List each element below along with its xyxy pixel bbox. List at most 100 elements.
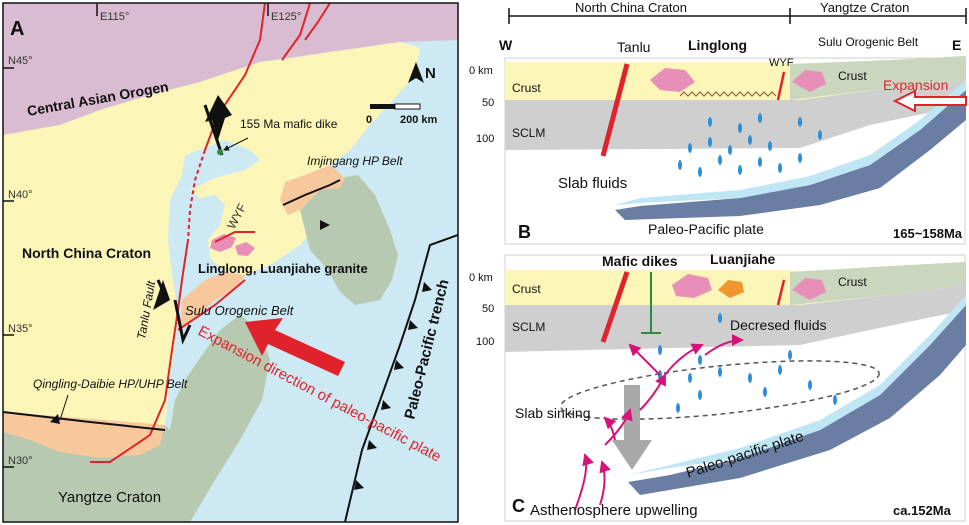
crust-right-label-b: Crust bbox=[838, 69, 867, 83]
sulu-belt-area bbox=[180, 272, 245, 330]
yangtze-crust-b bbox=[790, 56, 966, 100]
fault-branch bbox=[304, 3, 331, 41]
wyf-fault-c bbox=[776, 279, 786, 306]
north-label: N bbox=[425, 65, 436, 82]
slab-fluids-b bbox=[678, 113, 822, 177]
granite-c bbox=[672, 274, 712, 298]
scale-zero: 0 bbox=[366, 114, 372, 126]
sinistral-arrow-north-line bbox=[203, 104, 224, 156]
panel-c-letter: C bbox=[512, 496, 525, 516]
expansion-label-b: Expansion bbox=[883, 77, 948, 93]
panel-a-map: A E115° E125° N45° N40° N35° N30° N 0 20… bbox=[2, 2, 459, 523]
luanjiahe-label: Luanjiahe bbox=[710, 251, 776, 267]
sulu-label: Sulu Orogenic Belt bbox=[185, 303, 295, 318]
north-china-label: North China Craton bbox=[22, 245, 151, 261]
slab-fluids-label: Slab fluids bbox=[558, 175, 627, 192]
yangtze-label: Yangtze Craton bbox=[58, 489, 161, 506]
paleo-pacific-trench-line bbox=[344, 234, 458, 522]
scale-bar: 0 200 km bbox=[366, 103, 438, 126]
north-china-land bbox=[3, 42, 420, 425]
scale-dist: 200 km bbox=[400, 114, 438, 126]
depth-100-c: 100 bbox=[476, 336, 494, 348]
slab-sinking-arrow bbox=[612, 385, 652, 470]
granite-patch bbox=[235, 242, 255, 256]
qinling-belt-area bbox=[3, 412, 165, 458]
sulu-granite-c bbox=[792, 278, 826, 300]
yangtze-block bbox=[3, 315, 270, 522]
yangtze-header: Yangtze Craton bbox=[820, 0, 909, 15]
sulu-label-b: Sulu Orogenic Belt bbox=[818, 35, 919, 49]
east-label: E bbox=[952, 37, 961, 53]
imjingang-label: Imjingang HP Belt bbox=[307, 154, 403, 168]
tanlu-fault-south bbox=[90, 239, 189, 463]
slab-top-b bbox=[615, 80, 966, 205]
depth-0-c: 0 km bbox=[469, 272, 493, 284]
lat-label-35: N35° bbox=[8, 323, 33, 335]
slab-sinking-region bbox=[560, 360, 880, 420]
depth-50-b: 50 bbox=[482, 97, 494, 109]
fault-branch bbox=[281, 3, 311, 61]
panel-a-letter: A bbox=[10, 18, 24, 40]
paleo-pacific-slab-b bbox=[615, 90, 966, 220]
dike-pointer bbox=[223, 137, 249, 151]
depth-50-c: 50 bbox=[482, 303, 494, 315]
crust-right-label-c: Crust bbox=[838, 275, 867, 289]
luanjiahe-granite bbox=[718, 280, 744, 298]
upwelling-label: Asthenosphere upwelling bbox=[530, 502, 698, 519]
tanlu-fault-c bbox=[600, 271, 630, 343]
panel-b-section: North China Craton Yangtze Craton W E bbox=[469, 0, 967, 245]
granite-patch bbox=[210, 234, 236, 252]
imjingang-belt-area bbox=[280, 165, 345, 215]
sulu-granite bbox=[792, 70, 826, 92]
mafic-dike-marker bbox=[217, 149, 223, 155]
crust-label-c: Crust bbox=[512, 282, 541, 296]
sclm-label-c: SCLM bbox=[512, 320, 545, 334]
linglong-label-b: Linglong bbox=[688, 37, 747, 53]
wyf-fault bbox=[214, 231, 255, 243]
asthenosphere-arrows bbox=[574, 334, 744, 511]
qinling-label: Qingling-Daibie HP/UHP Belt bbox=[33, 377, 188, 391]
sinistral-arrowhead-south bbox=[153, 280, 170, 310]
sclm-label-b: SCLM bbox=[512, 126, 545, 140]
imjingang-suture bbox=[282, 179, 341, 206]
mafic-dikes-label: Mafic dikes bbox=[602, 253, 678, 269]
sinistral-arrow-south-2 bbox=[173, 299, 192, 345]
sulu-fault bbox=[177, 279, 246, 331]
decreased-fluids-label: Decresed fluids bbox=[730, 317, 827, 333]
lat-lon-ticks bbox=[3, 3, 269, 468]
lat-label-30: N30° bbox=[8, 455, 33, 467]
sclm-layer-c bbox=[505, 285, 966, 352]
west-label: W bbox=[499, 37, 513, 53]
dike-age-label: 155 Ma mafic dike bbox=[240, 117, 338, 131]
wyf-shear-zigzag bbox=[679, 91, 777, 97]
lat-label-45: N45° bbox=[8, 55, 33, 67]
granite-label: Linglong, Luanjiahe granite bbox=[198, 261, 368, 276]
slab-sinking-label: Slab sinking bbox=[515, 405, 591, 421]
qinling-pointer bbox=[59, 394, 69, 421]
panel-a-frame bbox=[2, 2, 459, 523]
suture-line bbox=[3, 411, 166, 431]
panel-b-letter: B bbox=[518, 222, 531, 242]
north-china-header: North China Craton bbox=[575, 0, 687, 15]
expansion-arrow bbox=[245, 318, 345, 376]
sclm-layer-b bbox=[505, 80, 966, 150]
crust-label-b: Crust bbox=[512, 81, 541, 95]
plate-label-b: Paleo-Pacific plate bbox=[648, 221, 764, 237]
north-arrow: N bbox=[408, 62, 436, 83]
scale-bar-white bbox=[394, 103, 421, 110]
tanlu-label-b: Tanlu bbox=[617, 39, 650, 55]
lon-label-115: E115° bbox=[100, 11, 129, 23]
wyf-fault-b bbox=[776, 71, 786, 101]
lon-label-125: E125° bbox=[271, 11, 301, 23]
korea-block bbox=[300, 175, 398, 305]
depth-100-b: 100 bbox=[476, 133, 494, 145]
tanlu-fault-b bbox=[600, 63, 630, 157]
age-label-c: ca.152Ma bbox=[893, 503, 952, 518]
sinistral-arrow-north bbox=[205, 95, 232, 140]
wyf-label-b: WYF bbox=[769, 57, 794, 69]
lat-label-40: N40° bbox=[8, 189, 33, 201]
paleo-pacific-slab-c bbox=[628, 305, 966, 495]
yangtze-crust-c bbox=[790, 262, 966, 305]
trench-teeth bbox=[50, 220, 432, 490]
